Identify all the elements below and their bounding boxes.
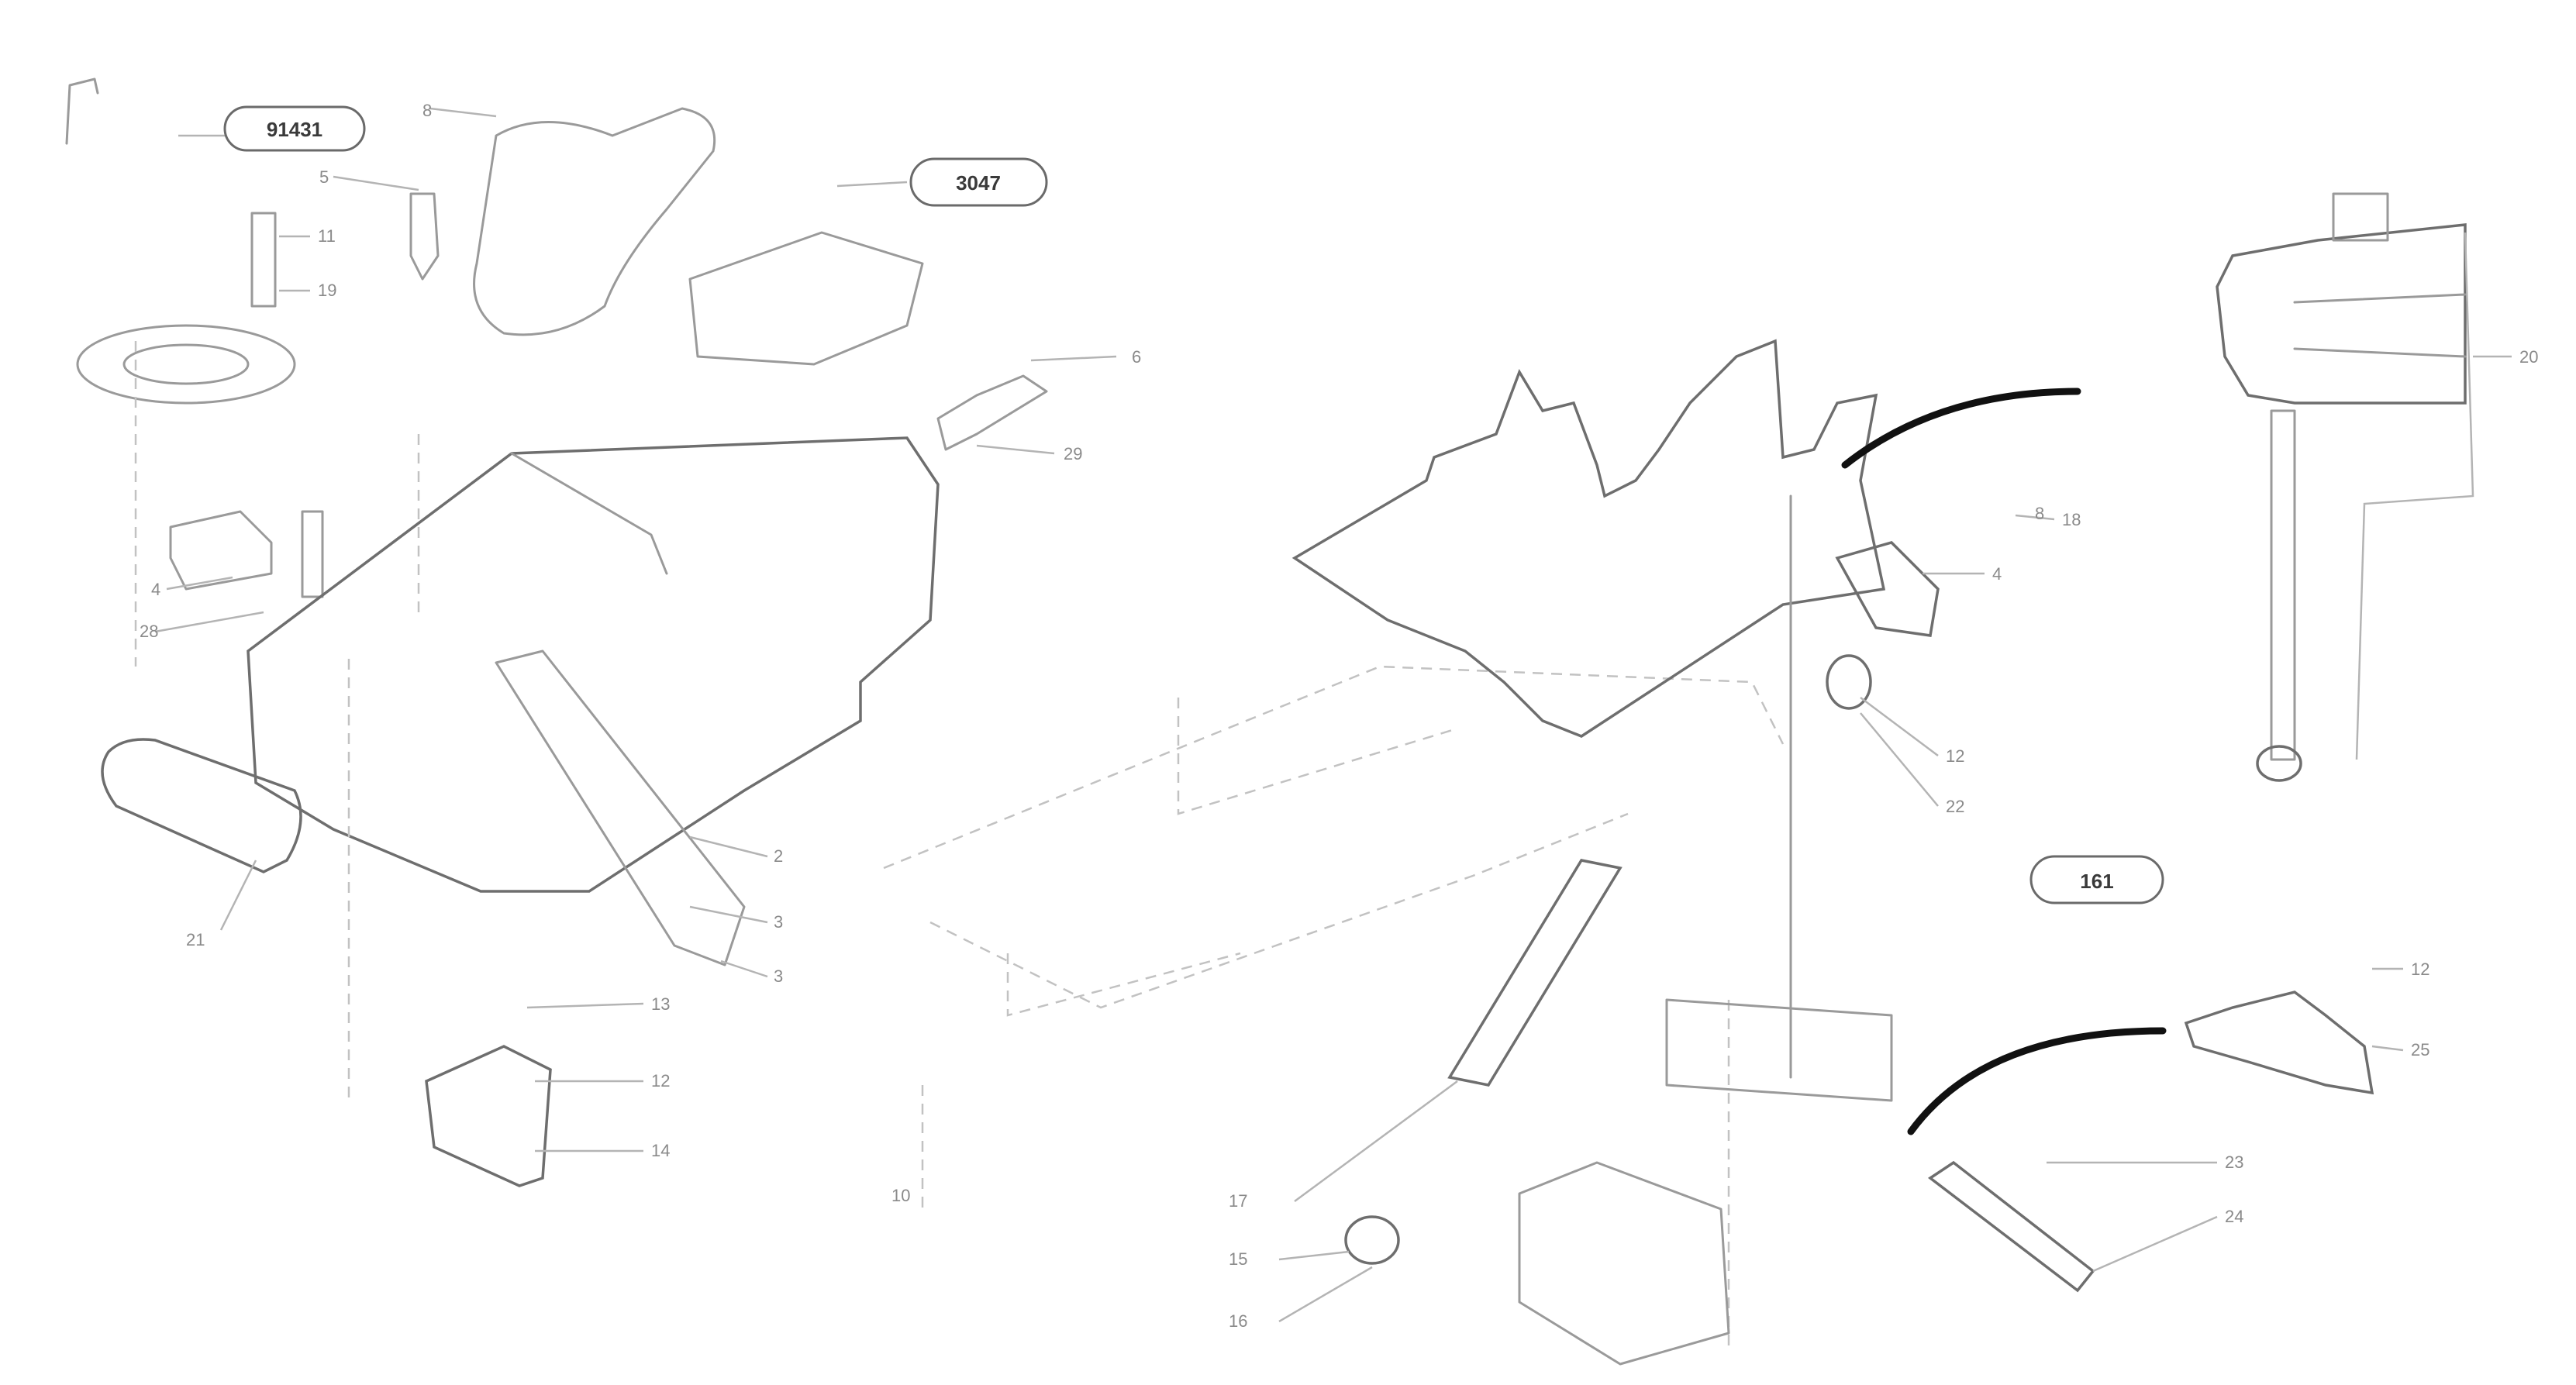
callout-91431: 91431 <box>223 105 366 152</box>
valve-block-face <box>2293 293 2467 358</box>
leader-r25 <box>1278 1266 1373 1323</box>
ref-number: 28 <box>140 622 158 641</box>
ref-number: 6 <box>1132 347 1141 367</box>
mount-bracket <box>169 510 273 591</box>
frame-rail <box>1006 952 1241 1017</box>
leader-r13 <box>526 1002 644 1009</box>
leader-r23 <box>1294 1080 1458 1203</box>
callout-label: 91431 <box>267 118 322 141</box>
left-assembly <box>65 78 1117 1187</box>
leader-r17 <box>2015 514 2055 521</box>
ref-number: 17 <box>1229 1191 1247 1211</box>
ref-number: 23 <box>2225 1152 2243 1172</box>
ref-number: 4 <box>151 580 160 599</box>
flange-ring <box>76 324 296 405</box>
center-frame-dashed <box>883 665 1785 1349</box>
callout-label: 3047 <box>956 171 1001 195</box>
lower-bracket-box <box>1665 998 1893 1102</box>
console-body <box>247 436 940 893</box>
frame-outline-lower <box>929 812 1629 1009</box>
leader-r8 <box>154 611 264 633</box>
ref-number: 11 <box>318 226 336 246</box>
small-bolt <box>936 374 1048 451</box>
leader-r9 <box>219 860 257 931</box>
leader-r19 <box>1860 697 1939 756</box>
frame-rail-2 <box>1177 698 1458 815</box>
flange-ring-inner <box>122 343 250 385</box>
hinge-bracket <box>688 231 924 366</box>
leader-r20 <box>1860 712 1939 807</box>
ref-number: 18 <box>2062 510 2081 529</box>
seat-pad <box>473 107 716 336</box>
leader-r6 <box>976 444 1055 455</box>
control-lever <box>495 649 746 966</box>
pedal-fitting <box>1835 541 1940 637</box>
ref-number: 8 <box>2035 504 2044 523</box>
leader-r24 <box>1278 1250 1350 1261</box>
ref-number: 3 <box>774 912 783 932</box>
ref-number: 21 <box>186 930 205 949</box>
ref-number: 8 <box>422 101 432 120</box>
ref-number: 10 <box>891 1186 910 1205</box>
ref-number: 25 <box>2411 1040 2429 1059</box>
hose-lower <box>1907 1027 2167 1135</box>
valve-bracket-line <box>2355 232 2474 760</box>
support-post <box>301 510 324 598</box>
right-assembly <box>1278 192 2512 1366</box>
leader-r10 <box>689 835 768 858</box>
bottom-plate <box>425 1045 552 1187</box>
console-top-line <box>510 452 668 575</box>
ref-number: 19 <box>318 281 336 300</box>
leader-r22 <box>2371 1045 2404 1052</box>
ref-number: 12 <box>1946 746 1964 766</box>
leader-r27 <box>2092 1215 2218 1273</box>
connector-fitting <box>2184 991 2374 1095</box>
valve-stem <box>2270 409 2296 761</box>
valve-nut <box>2256 745 2302 782</box>
ref-number: 12 <box>2411 960 2429 979</box>
callout-3047: 3047 <box>909 157 1048 207</box>
callout-161: 161 <box>2029 855 2164 904</box>
bushing-lower <box>1344 1215 1400 1265</box>
leader-r11 <box>689 905 768 924</box>
ref-number: 2 <box>774 846 783 866</box>
ref-number: 5 <box>319 167 329 187</box>
valve-block <box>2216 223 2467 405</box>
ref-number: 29 <box>1064 444 1082 463</box>
ref-number: 14 <box>651 1141 670 1160</box>
piston-rod <box>1447 859 1623 1087</box>
reference-numbers: 8 5 11 19 6 29 4 28 21 2 3 3 13 12 14 20… <box>140 101 2538 1331</box>
leader-r7 <box>166 576 233 591</box>
corner-mark <box>65 78 99 145</box>
ref-number: 20 <box>2519 347 2538 367</box>
ref-number: 4 <box>1992 564 2002 584</box>
ref-number: 13 <box>651 994 670 1014</box>
leader-r5 <box>1030 355 1117 362</box>
floor-plate <box>1291 339 1886 738</box>
ref-number: 15 <box>1229 1249 1247 1269</box>
leader-r12 <box>720 960 768 978</box>
ref-number: 12 <box>651 1071 670 1090</box>
pad-bolt <box>409 192 440 281</box>
frame-outline-upper <box>883 665 1785 870</box>
leader-r1 <box>429 107 497 118</box>
footrest <box>101 738 302 873</box>
mount-base <box>1518 1161 1730 1366</box>
washer-stack <box>250 212 277 308</box>
ref-number: 16 <box>1229 1311 1247 1331</box>
leader-c2 <box>836 181 908 188</box>
hose-upper <box>1841 388 2081 469</box>
ref-number: 3 <box>774 966 783 986</box>
ref-number: 22 <box>1946 797 1964 816</box>
leader-r2 <box>333 175 419 191</box>
lower-pin <box>1927 1160 2095 1293</box>
ref-number: 24 <box>2225 1207 2243 1226</box>
bushing-upper <box>1826 654 1872 710</box>
callout-label: 161 <box>2080 870 2113 893</box>
valve-cap <box>2332 192 2389 242</box>
